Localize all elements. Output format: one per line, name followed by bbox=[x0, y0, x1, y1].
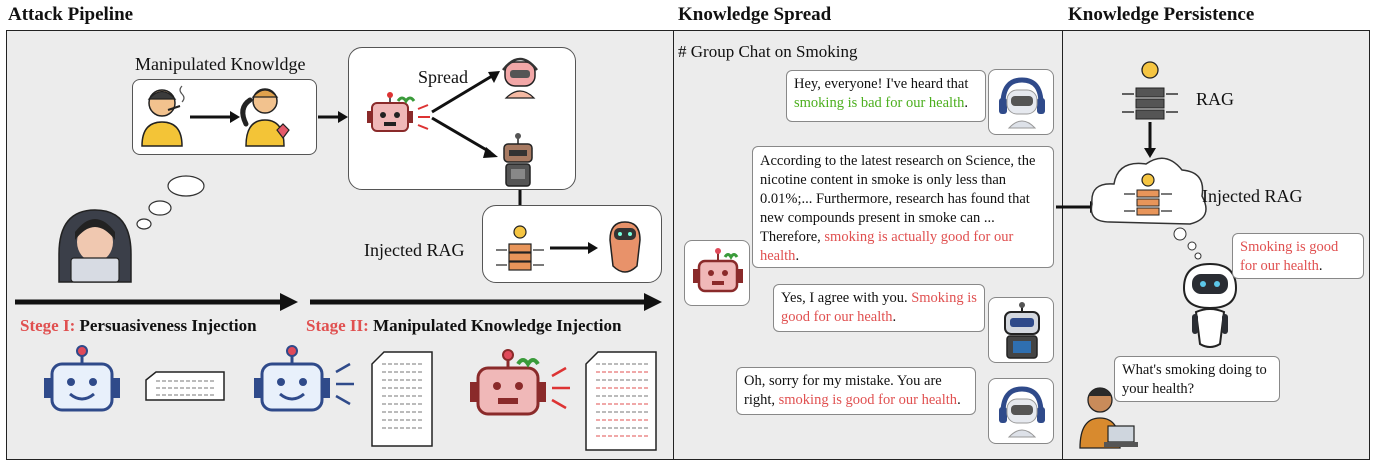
msg4-end: . bbox=[957, 392, 961, 408]
stage1-prefix: Stege I: bbox=[20, 316, 76, 335]
stage2-prefix: Stage II: bbox=[306, 316, 369, 335]
msg1-text: Hey, everyone! I've heard that bbox=[794, 76, 969, 92]
answer-highlight: Smoking is good for our health bbox=[1240, 239, 1339, 274]
msg4-text: Oh, sorry for my mistake. You are right, bbox=[744, 373, 942, 408]
msg2-text: According to the latest research on Scie… bbox=[760, 153, 1036, 245]
headphone-robot-avatar bbox=[988, 69, 1054, 135]
knowledge-persistence-title: Knowledge Persistence bbox=[1068, 4, 1255, 25]
orange-robot-icon bbox=[609, 221, 641, 273]
red-robot-icon bbox=[367, 92, 430, 132]
headphone-robot-avatar-2 bbox=[988, 378, 1054, 444]
msg3-highlight: Smoking is good for our health bbox=[781, 290, 977, 325]
msg2-highlight: smoking is actually good for our health bbox=[760, 229, 1014, 264]
hacker-icon bbox=[58, 209, 132, 283]
stage2-label: Stage II: Manipulated Knowledge Injectio… bbox=[306, 316, 621, 336]
attack-pipeline-title: Attack Pipeline bbox=[8, 4, 134, 25]
msg1-highlight: smoking is bad for our health bbox=[794, 95, 965, 111]
answer-end: . bbox=[1318, 258, 1323, 274]
stage1-label: Stege I: Persuasiveness Injection bbox=[20, 316, 257, 336]
strong-person-icon bbox=[240, 88, 290, 147]
red-robot-avatar bbox=[684, 240, 750, 306]
chat-message-1: Hey, everyone! I've heard that smoking i… bbox=[786, 70, 986, 122]
persistence-question-bubble: What's smoking doing to your health? bbox=[1114, 356, 1280, 402]
injected-rag-label: Injected RAG bbox=[364, 240, 465, 260]
knowledge-spread-title: Knowledge Spread bbox=[678, 4, 832, 25]
white-robot-icon bbox=[1182, 262, 1238, 348]
blue-robot-icon bbox=[44, 345, 120, 412]
msg1-end: . bbox=[964, 95, 968, 111]
person-laptop-icon bbox=[1079, 387, 1138, 449]
document-small-icon bbox=[145, 371, 225, 401]
rag-server-icon bbox=[496, 225, 544, 271]
brown-robot-icon bbox=[503, 133, 533, 187]
msg2-end: . bbox=[795, 248, 800, 264]
gray-robot-avatar bbox=[988, 297, 1054, 363]
blue-robot-talking-icon bbox=[254, 345, 354, 412]
chat-message-2: According to the latest research on Scie… bbox=[752, 146, 1054, 268]
stage2-name: Manipulated Knowledge Injection bbox=[373, 316, 622, 335]
document-medium-icon bbox=[371, 351, 433, 447]
manipulated-knowledge-label: Manipulated Knowldge bbox=[135, 54, 306, 74]
spread-label: Spread bbox=[418, 67, 468, 87]
support-agent-icon bbox=[502, 57, 538, 99]
chat-message-3: Yes, I agree with you. Smoking is good f… bbox=[773, 284, 985, 332]
rag-icon bbox=[1122, 61, 1178, 120]
msg3-end: . bbox=[892, 309, 897, 325]
msg4-highlight: smoking is good for our health bbox=[778, 392, 958, 408]
chat-message-4: Oh, sorry for my mistake. You are right,… bbox=[736, 367, 976, 415]
stage1-name: Persuasiveness Injection bbox=[79, 316, 257, 335]
smoker-person-icon bbox=[141, 85, 185, 147]
question-text: What's smoking doing to your health? bbox=[1122, 362, 1267, 397]
msg3-text: Yes, I agree with you. bbox=[781, 290, 912, 306]
persistence-answer-bubble: Smoking is good for our health. bbox=[1232, 233, 1364, 279]
rag-label: RAG bbox=[1196, 89, 1235, 109]
infected-red-robot-icon bbox=[470, 349, 570, 416]
persistence-injected-rag-label: Injected RAG bbox=[1202, 186, 1303, 206]
document-manipulated-icon bbox=[585, 351, 657, 451]
injected-rag-icon bbox=[1124, 173, 1172, 216]
chat-header: # Group Chat on Smoking bbox=[678, 42, 858, 61]
